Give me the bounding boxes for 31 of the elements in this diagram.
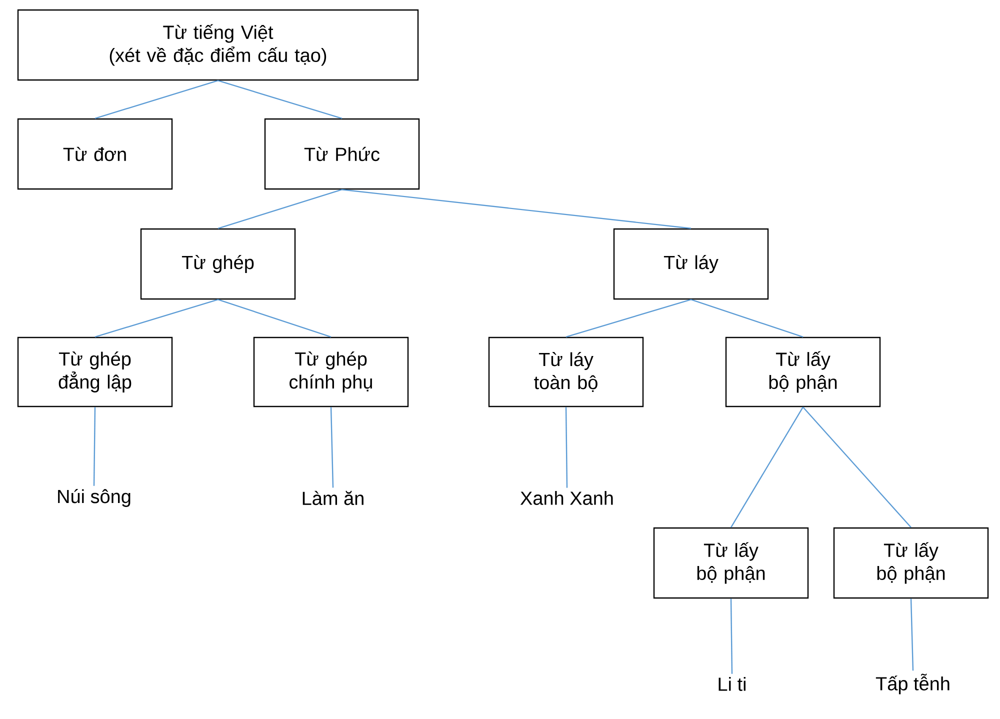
example-text: Li ti <box>718 677 746 691</box>
connector-line <box>730 598 733 674</box>
connector-line <box>802 406 912 528</box>
connector-line <box>730 406 804 528</box>
connector-line <box>342 189 692 229</box>
category-box: Từ Phức <box>264 118 420 190</box>
connector-line <box>690 299 804 338</box>
connector-line <box>330 407 334 488</box>
category-box: Từ lấy bộ phận <box>653 527 809 599</box>
category-box: Từ ghép đẳng lập <box>17 336 173 408</box>
connector-line <box>910 598 914 671</box>
connector-line <box>565 407 568 488</box>
category-box: Từ lấy bộ phận <box>833 527 989 599</box>
category-box: Từ tiếng Việt (xét về đặc điểm cấu tạo) <box>17 9 419 81</box>
category-box: Từ lấy bộ phận <box>725 336 881 408</box>
connector-line <box>93 407 96 486</box>
connector-line <box>218 299 332 338</box>
connector-line <box>566 299 692 338</box>
example-text: Tấp tễnh <box>876 674 950 694</box>
category-box: Từ ghép chính phụ <box>253 336 409 408</box>
category-box: Từ đơn <box>17 118 173 190</box>
example-text: Xanh Xanh <box>520 491 613 505</box>
connector-line <box>218 80 342 119</box>
connector-line <box>218 189 342 229</box>
connector-line <box>94 299 218 338</box>
example-text: Núi sông <box>58 489 130 507</box>
category-box: Từ láy toàn bộ <box>488 336 644 408</box>
example-text: Làm ăn <box>302 490 364 506</box>
connector-line <box>94 80 218 119</box>
category-box: Từ ghép <box>140 228 296 300</box>
category-box: Từ láy <box>613 228 769 300</box>
